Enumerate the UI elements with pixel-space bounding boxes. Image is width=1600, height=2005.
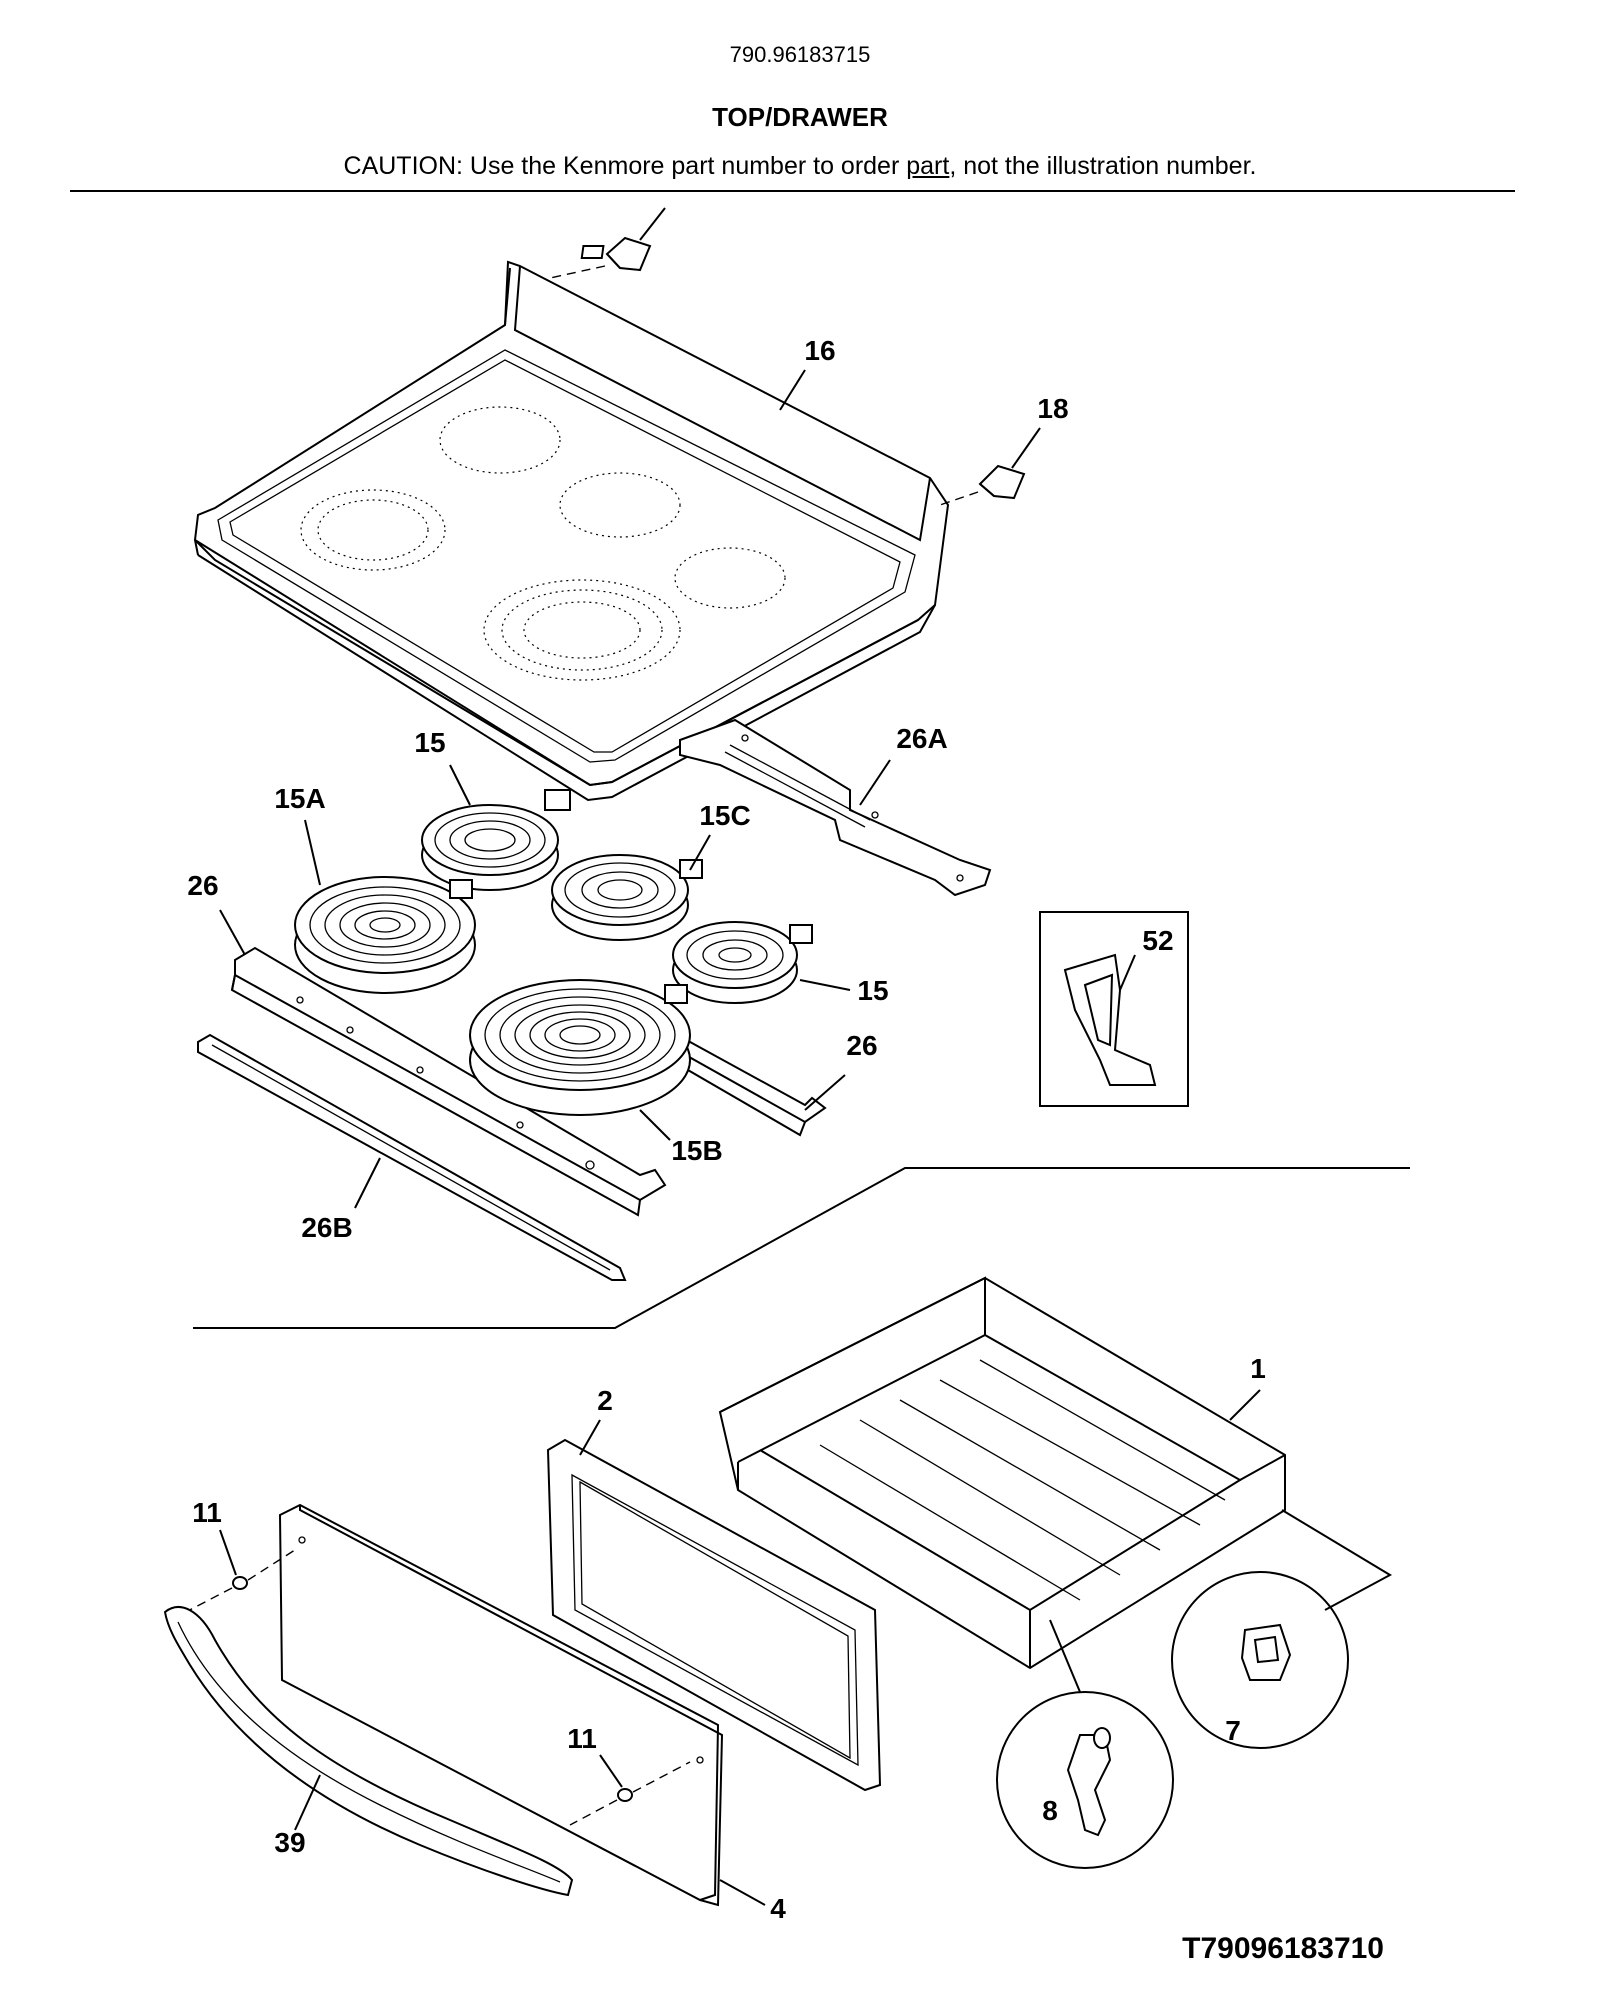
callout-2: 2: [597, 1385, 613, 1416]
callout-15-right: 15: [857, 975, 888, 1006]
callout-7: 7: [1225, 1715, 1241, 1746]
header-divider: [70, 190, 1515, 192]
element-15a: [294, 819, 476, 994]
callout-11-left: 11: [192, 1497, 222, 1528]
cooktop-glass-top: [193, 260, 950, 802]
callout-16: 16: [804, 335, 835, 366]
caution-text-end: , not the illustration number.: [949, 152, 1257, 180]
callout-26-right: 26: [846, 1030, 877, 1061]
bracket-26a: [679, 718, 992, 897]
top-bracket-left: [549, 207, 666, 279]
detail-box-52: [1039, 911, 1189, 1107]
callout-8: 8: [1042, 1795, 1058, 1826]
model-number: 790.96183715: [729, 42, 871, 67]
element-15-top: [421, 764, 571, 891]
drawer-front-4: [278, 1503, 766, 1907]
bracket-26-left: [219, 909, 667, 1217]
callout-15a: 15A: [274, 783, 325, 814]
callout-4: 4: [770, 1893, 786, 1924]
caution-part-word: part: [906, 152, 950, 180]
callout-18: 18: [1037, 393, 1068, 424]
callout-26b: 26B: [301, 1212, 352, 1243]
trim-26b: [197, 1033, 627, 1281]
handle-39: [163, 1606, 574, 1897]
callout-26-left: 26: [187, 870, 218, 901]
callout-39: 39: [274, 1827, 305, 1858]
caution-note: CAUTION: Use the Kenmore part number to …: [0, 152, 1600, 181]
callout-52: 52: [1142, 925, 1173, 956]
callout-15c: 15C: [699, 800, 750, 831]
detail-circle-8: [996, 1619, 1174, 1869]
element-15c: [551, 834, 711, 941]
callout-15b: 15B: [671, 1135, 722, 1166]
section-divider: [193, 1167, 1410, 1329]
callout-26a: 26A: [896, 723, 947, 754]
element-15-right: [672, 921, 851, 1004]
section-title: TOP/DRAWER: [712, 102, 888, 132]
bracket-18: [939, 427, 1041, 506]
figure-id: T79096183710: [1182, 1932, 1384, 1965]
caution-text-start: CAUTION: Use the Kenmore part number to …: [343, 152, 907, 180]
callout-11-right: 11: [567, 1723, 597, 1754]
callout-15-top: 15: [414, 727, 445, 758]
drawer-1: [718, 1276, 1286, 1670]
screw-11-right: [569, 1754, 691, 1826]
element-15b: [469, 979, 691, 1141]
callout-1: 1: [1250, 1353, 1266, 1384]
drawer-panel-2: [546, 1419, 882, 1792]
detail-circle-7: [1171, 1509, 1393, 1749]
